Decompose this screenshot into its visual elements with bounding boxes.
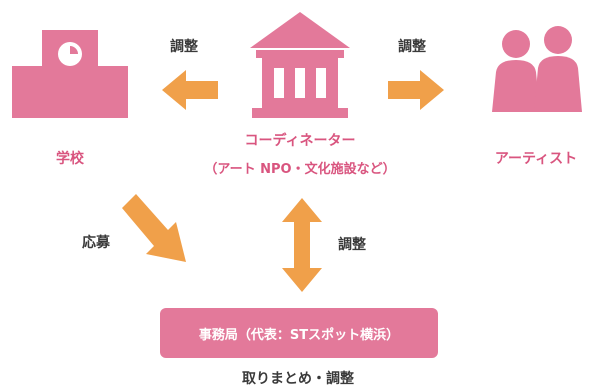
coordinator-label: コーディネーター — [244, 133, 356, 149]
adjust-label-office: 調整 — [338, 237, 366, 253]
artist-label: アーティスト — [494, 151, 578, 167]
people-icon — [492, 26, 582, 112]
office-label: 事務局（代表：STスポット横浜） — [198, 327, 400, 343]
office-box: 事務局（代表：STスポット横浜） — [160, 308, 438, 358]
arrow-right-icon — [388, 70, 444, 110]
adjust-label-artist: 調整 — [398, 39, 426, 55]
adjust-label-school: 調整 — [170, 39, 198, 55]
arrow-diagonal-down-icon — [122, 194, 186, 262]
coordinator-sublabel: （アート NPO・文化施設など） — [204, 162, 396, 177]
school-label: 学校 — [56, 151, 84, 167]
school-building-icon — [12, 30, 128, 118]
apply-label: 応募 — [82, 235, 110, 251]
arrow-vertical-double-icon — [282, 198, 322, 292]
institution-building-icon — [250, 12, 350, 118]
footer-caption: 取りまとめ・調整 — [242, 371, 354, 387]
arrow-left-icon — [162, 70, 218, 110]
